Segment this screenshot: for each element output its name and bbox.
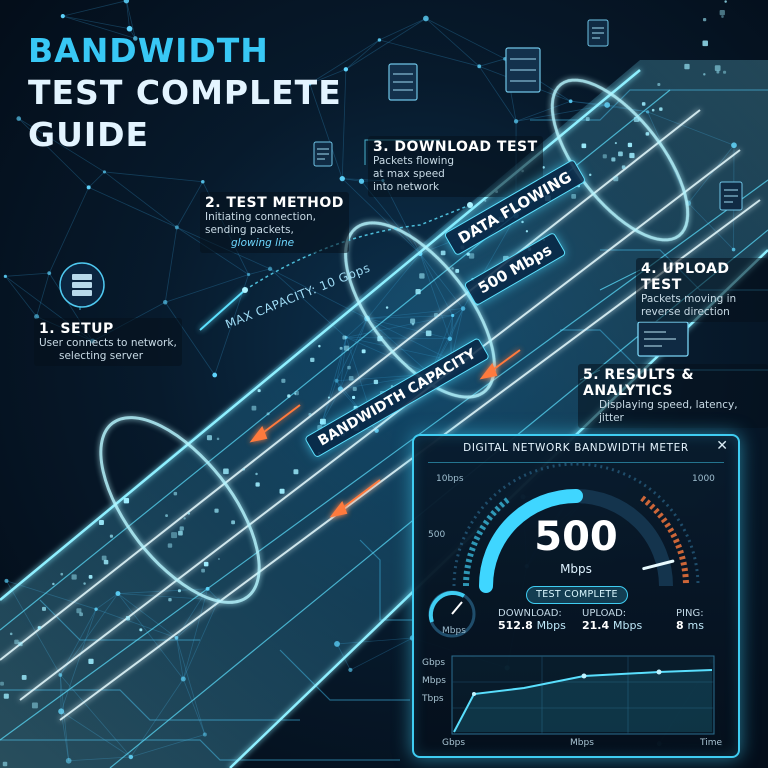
document-icon — [313, 141, 333, 167]
stat-unit: Mbps — [536, 619, 566, 632]
gauge-tick-right: 1000 — [692, 474, 715, 484]
step-text: sending packets, — [205, 224, 294, 236]
stat-label: PING: — [676, 608, 704, 619]
step-text: Packets flowing — [373, 155, 455, 167]
title-line-2: TEST COMPLETE — [28, 73, 342, 112]
stat-value: 512.8 Mbps — [498, 619, 566, 632]
download-stat: DOWNLOAD: 512.8 Mbps — [498, 608, 566, 632]
step-text: User connects to network, — [39, 337, 177, 349]
stat-number: 8 — [676, 619, 684, 632]
stat-label: DOWNLOAD: — [498, 608, 562, 619]
title-line-3: GUIDE — [28, 115, 150, 154]
step-text: Packets moving in — [641, 293, 737, 305]
upload-stat: UPLOAD: 21.4 Mbps — [582, 608, 642, 632]
step-download-test: 3. DOWNLOAD TEST Packets flowing at max … — [368, 136, 543, 197]
stat-label: UPLOAD: — [582, 608, 627, 619]
stat-number: 21.4 — [582, 619, 610, 632]
stat-number: 512.8 — [498, 619, 533, 632]
step-heading: 5. RESULTS & ANALYTICS — [583, 367, 695, 399]
step-text-emphasis: glowing line — [231, 237, 295, 249]
step-heading: 2. TEST METHOD — [205, 195, 344, 211]
step-text: reverse direction — [641, 306, 730, 318]
document-icon — [719, 181, 743, 211]
document-icon — [587, 19, 609, 47]
gauge-tick-top-left: 10bps — [436, 474, 464, 484]
step-text: jitter — [599, 412, 624, 424]
graph-x-label: Gbps — [442, 738, 466, 748]
close-icon[interactable]: ✕ — [716, 438, 728, 454]
graph-y-label: Mbps — [422, 676, 446, 686]
step-heading: 4. UPLOAD TEST — [641, 261, 730, 293]
step-text: at max speed — [373, 168, 445, 180]
meter-divider — [428, 462, 724, 463]
stat-unit: ms — [687, 619, 704, 632]
speed-value: 500 — [534, 514, 618, 560]
step-test-method: 2. TEST METHOD Initiating connection, se… — [200, 192, 349, 253]
graph-y-label: Tbps — [422, 694, 444, 704]
stat-value: 8 ms — [676, 619, 704, 632]
speed-gauge — [428, 462, 715, 735]
page-title: BANDWIDTH TEST COMPLETE GUIDE — [28, 30, 368, 156]
server-icon — [59, 262, 105, 308]
monitor-icon — [637, 321, 689, 357]
bandwidth-meter-panel: DIGITAL NETWORK BANDWIDTH METER ✕ 10bps … — [412, 434, 740, 758]
database-icon — [388, 63, 418, 101]
step-setup: 1. SETUP User connects to network, selec… — [34, 318, 182, 366]
meter-title: DIGITAL NETWORK BANDWIDTH METER — [463, 442, 689, 454]
step-heading: 1. SETUP — [39, 321, 114, 337]
step-text: Displaying speed, latency, — [599, 399, 738, 411]
step-results-analytics: 5. RESULTS & ANALYTICS Displaying speed,… — [578, 364, 768, 428]
mini-gauge-label: Mbps — [442, 626, 466, 636]
step-text: Initiating connection, — [205, 211, 317, 223]
step-text: into network — [373, 181, 440, 193]
gauge-tick-left: 500 — [428, 530, 446, 540]
step-heading: 3. DOWNLOAD TEST — [373, 139, 538, 155]
step-text: selecting server — [59, 350, 144, 362]
status-badge: TEST COMPLETE — [526, 586, 628, 604]
graph-y-label: Gbps — [422, 658, 446, 668]
database-icon — [505, 47, 541, 93]
speed-unit: Mbps — [560, 562, 592, 576]
graph-x-label: Mbps — [570, 738, 594, 748]
graph-x-label: Time — [700, 738, 723, 748]
title-line-1: BANDWIDTH — [28, 31, 269, 70]
stat-value: 21.4 Mbps — [582, 619, 642, 632]
step-upload-test: 4. UPLOAD TEST Packets moving in reverse… — [636, 258, 768, 322]
stat-unit: Mbps — [612, 619, 643, 632]
ping-stat: PING: 8 ms — [676, 608, 704, 632]
